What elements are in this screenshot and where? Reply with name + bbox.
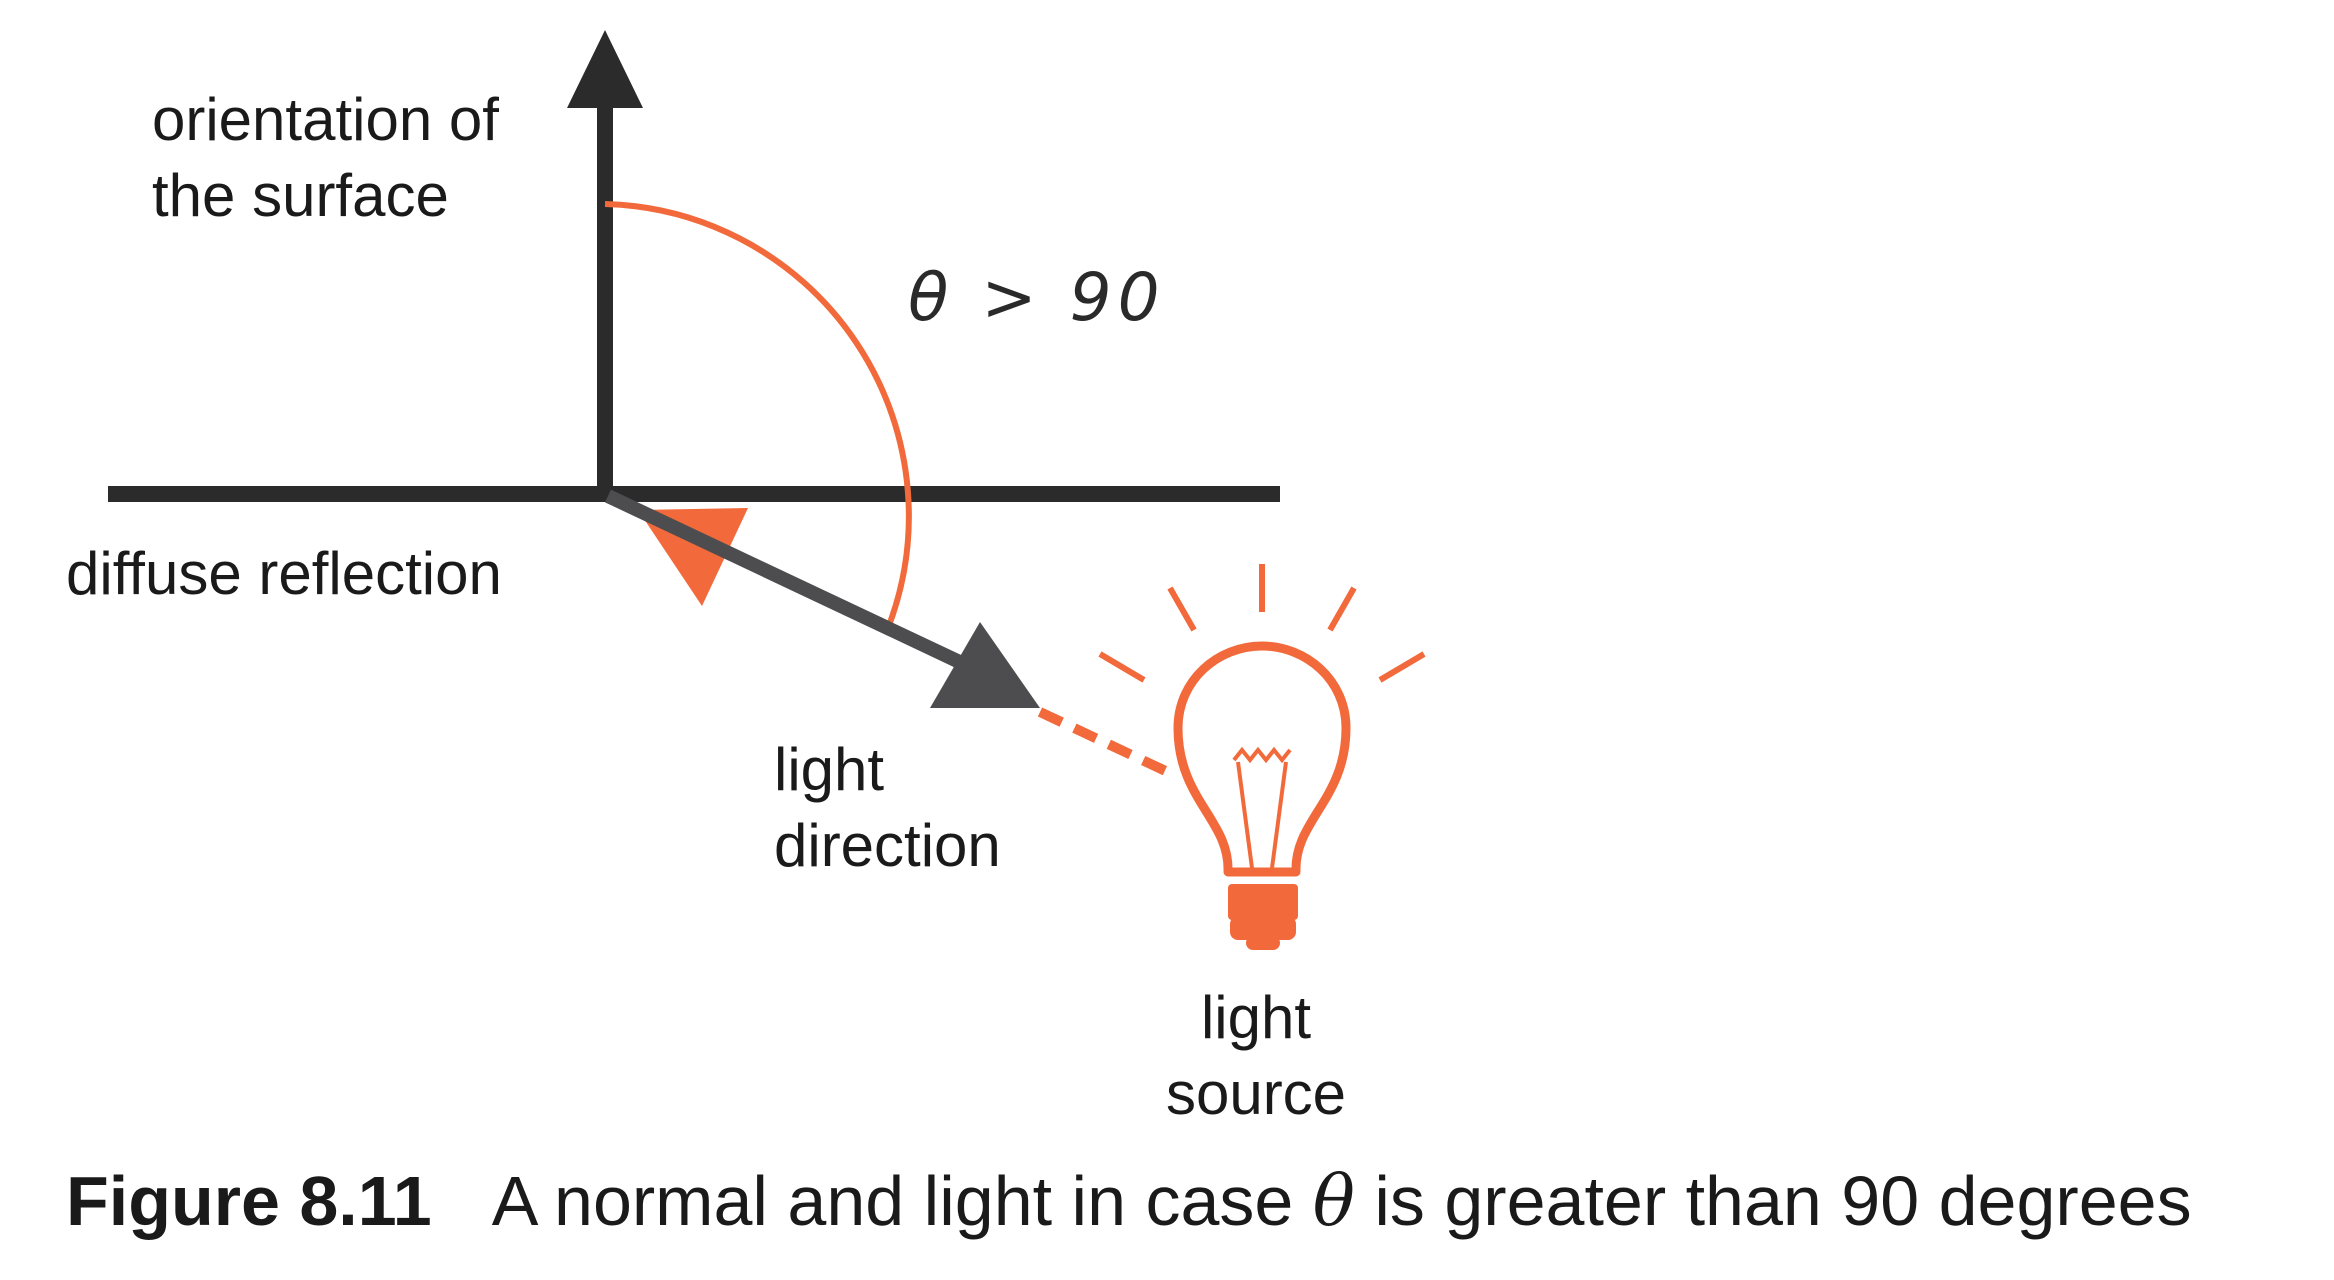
angle-marker-triangle-icon — [638, 508, 748, 606]
light-source-label-line2: source — [1166, 1060, 1346, 1127]
dashed-connector — [1037, 707, 1175, 779]
angle-label: θ > 90 — [908, 259, 1166, 336]
light-bulb-icon — [1173, 641, 1351, 950]
caption-text-after: is greater than 90 degrees — [1354, 1162, 2192, 1240]
normal-label-line2: the surface — [152, 162, 449, 229]
light-direction-arrow-icon — [930, 622, 1040, 708]
normal-label-line1: orientation of — [152, 86, 499, 153]
normal-arrow-up-icon — [567, 30, 643, 108]
light-direction-line — [605, 489, 971, 673]
angle-arc — [604, 201, 912, 630]
light-source-label-line1: light — [1201, 984, 1311, 1051]
caption-theta-symbol: θ — [1312, 1160, 1355, 1242]
light-direction-label-line1: light — [774, 736, 884, 803]
surface-label: diffuse reflection — [66, 540, 502, 607]
figure-number: Figure 8.11 — [66, 1162, 432, 1240]
light-direction-label-line2: direction — [774, 812, 1001, 879]
caption-text-before: A normal and light in case — [491, 1162, 1313, 1240]
light-rays — [1098, 564, 1426, 683]
